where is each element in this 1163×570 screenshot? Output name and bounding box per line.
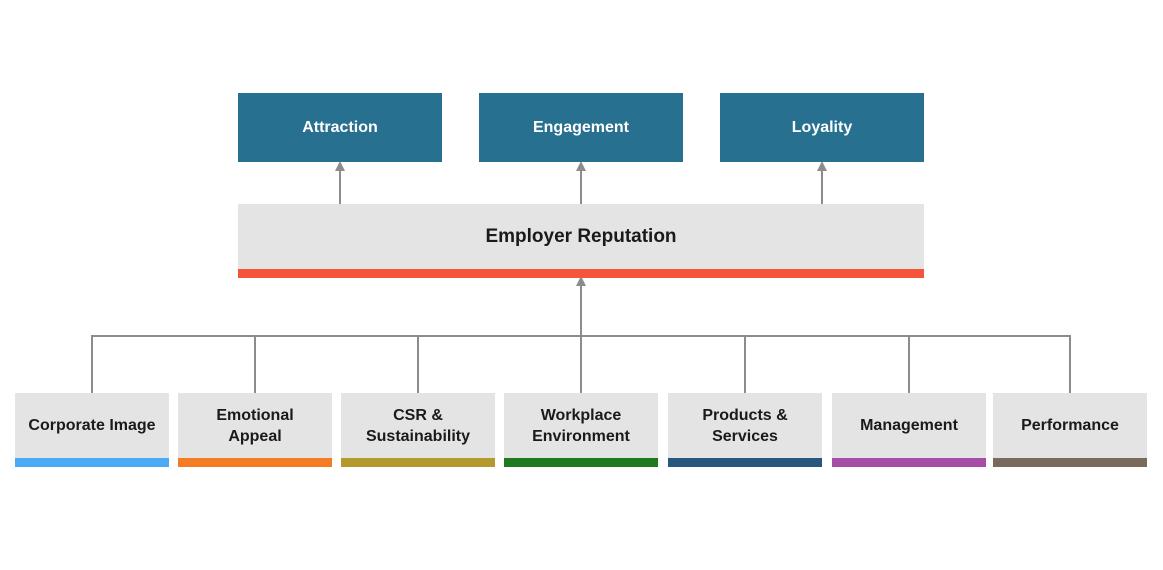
outcome-label: Attraction — [302, 118, 378, 136]
factor-label: Emotional Appeal — [216, 406, 294, 445]
factor-corporate-image: Corporate Image — [15, 393, 169, 458]
employer-reputation-bar — [238, 269, 924, 278]
factor-label: Products & Services — [702, 406, 788, 445]
factor-label: Corporate Image — [28, 417, 156, 434]
factor-products-services: Products & Services — [668, 393, 822, 458]
factor-bar-corporate-image — [15, 458, 169, 467]
factor-workplace-environment: Workplace Environment — [504, 393, 658, 458]
factor-label: CSR & Sustainability — [365, 406, 471, 445]
outcome-loyality: Loyality — [720, 93, 924, 162]
outcome-label: Engagement — [532, 118, 629, 136]
outcome-label: Loyality — [791, 118, 853, 136]
factor-emotional-appeal: Emotional Appeal — [178, 393, 332, 458]
factor-management: Management — [832, 393, 986, 458]
factor-bar-emotional-appeal — [178, 458, 332, 467]
factor-label: Workplace Environment — [532, 406, 630, 445]
factor-label: Performance — [1021, 417, 1119, 434]
employer-reputation-box: Employer Reputation — [238, 204, 924, 269]
outcome-attraction: Attraction — [238, 93, 442, 162]
factor-bar-workplace-environment — [504, 458, 658, 467]
factor-bar-management — [832, 458, 986, 467]
factor-csr-sustainability: CSR & Sustainability — [341, 393, 495, 458]
factor-performance: Performance — [993, 393, 1147, 458]
factor-bar-performance — [993, 458, 1147, 467]
employer-reputation-label: Employer Reputation — [485, 225, 677, 247]
outcome-engagement: Engagement — [479, 93, 683, 162]
factor-label: Management — [860, 417, 958, 434]
factor-bar-products-services — [668, 458, 822, 467]
factor-bar-csr-sustainability — [341, 458, 495, 467]
